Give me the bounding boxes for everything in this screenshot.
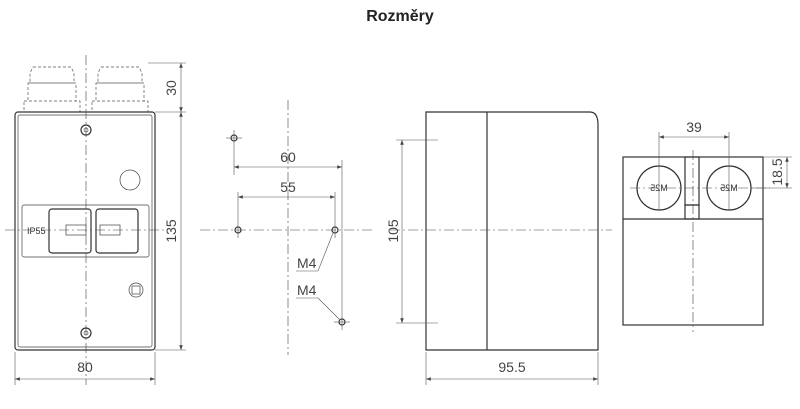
enclosure-front [14, 111, 156, 351]
mounting-hole [226, 130, 242, 175]
screw-label: M4 [297, 282, 317, 298]
stop-button [95, 208, 139, 254]
mounting-view: 60 55 M4 M4 [200, 100, 375, 355]
gland-label: M25 [720, 183, 738, 193]
mounting-hole [331, 192, 339, 238]
front-view: IP55 80 135 30 [5, 55, 186, 385]
side-view: 105 95.5 [385, 111, 612, 385]
dim-39: 39 [686, 119, 702, 135]
page-title: Rozměry [366, 8, 434, 25]
dim-60: 60 [280, 149, 296, 165]
dim-18-5: 18.5 [769, 158, 785, 185]
dim-55: 55 [280, 179, 296, 195]
dim-105: 105 [385, 219, 401, 243]
bottom-view: 39 M25 M25 18.5 [622, 119, 792, 332]
lock-icon [128, 282, 144, 298]
mounting-hole [234, 192, 242, 238]
gland-label: M25 [650, 183, 668, 193]
screw-label: M4 [297, 255, 317, 271]
mounting-hole [334, 160, 350, 330]
indicator-lamp [119, 169, 141, 191]
ip-rating-label: IP55 [27, 226, 46, 236]
enclosure-side [425, 111, 599, 351]
dim-gland-height: 30 [163, 80, 179, 96]
start-button [48, 208, 92, 254]
dim-depth: 95.5 [498, 359, 525, 375]
dim-height: 135 [163, 219, 179, 243]
button-panel [21, 204, 150, 258]
dim-width: 80 [77, 359, 93, 375]
